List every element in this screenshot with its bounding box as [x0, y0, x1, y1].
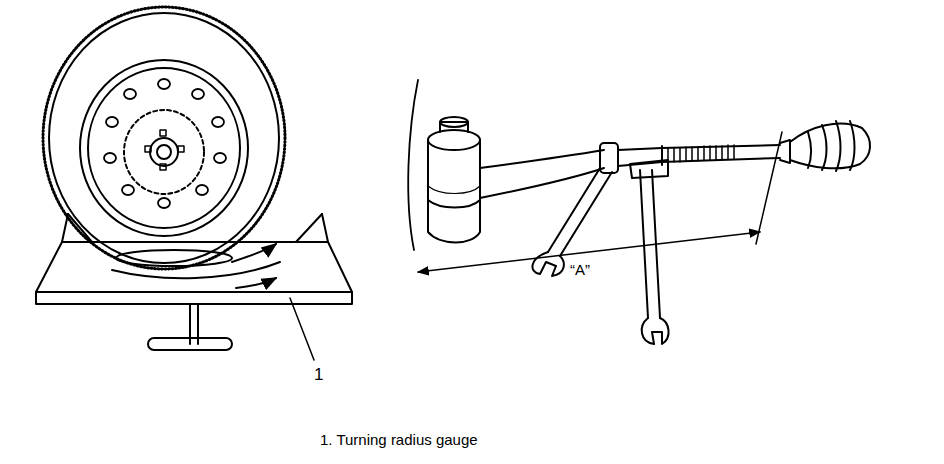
callout-number: 1 — [312, 366, 325, 385]
tie-rod — [428, 117, 870, 243]
turning-radius-gauge — [36, 214, 352, 350]
dimension-label: “A” — [568, 262, 592, 279]
legend-text: 1. Turning radius gauge — [318, 432, 480, 449]
wrench — [532, 160, 668, 344]
leader-line — [290, 298, 314, 360]
body-edge — [408, 80, 418, 250]
wheel — [43, 7, 285, 269]
dimension-line — [418, 132, 782, 272]
